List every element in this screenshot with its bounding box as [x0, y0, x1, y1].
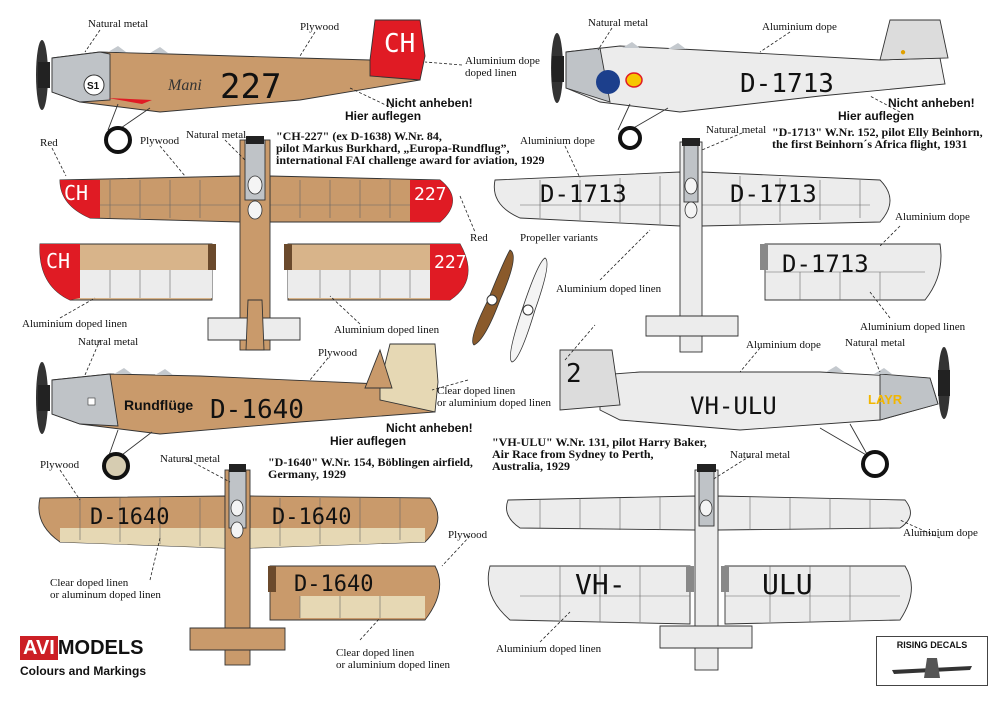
ch227-caption-1: "CH-227" (ex D-1638) W.Nr. 84,	[276, 129, 442, 143]
vhulu-lower-wing-left: VH-	[575, 568, 626, 601]
d1640-upper-wing-left: D-1640	[90, 505, 169, 530]
vhulu-side-registration: VH-ULU	[690, 392, 777, 420]
d1640-lower-plan: D-1640	[268, 565, 441, 621]
d1640-lower-wing: D-1640	[294, 572, 373, 597]
label-aluminium-doped-linen-2: Aluminium doped linen	[860, 321, 966, 333]
label-clear-doped-3: Clear doped linen	[336, 647, 415, 659]
colour-labels: Natural metal Plywood Aluminium dope dop…	[22, 17, 983, 671]
label-aluminium-dope-4: Aluminium dope	[895, 211, 970, 223]
vhulu-caption-1: "VH-ULU" W.Nr. 131, pilot Harry Baker,	[492, 435, 707, 449]
d1640-caption-2: Germany, 1929	[268, 467, 346, 481]
ch227-lower-wing-left: CH	[46, 249, 70, 273]
ch227-upper-wing-right: 227	[414, 184, 447, 205]
label-natural-metal-2: Natural metal	[588, 17, 648, 29]
label-red-1: Red	[40, 137, 58, 149]
vhulu-caption-3: Australia, 1929	[492, 459, 570, 473]
label-aluminium-doped-linen-3: Aluminium doped linen	[22, 318, 128, 330]
label-plywood-5: Plywood	[448, 529, 488, 541]
rising-decals-plane-icon	[892, 658, 972, 678]
label-natural-metal-5: Natural metal	[78, 336, 138, 348]
label-doped-linen-1: doped linen	[465, 67, 517, 79]
label-or-aluminium-doped-3: or aluminium doped linen	[336, 659, 450, 671]
d1640-side-registration: D-1640	[210, 395, 304, 425]
d1713-side-registration: D-1713	[740, 69, 834, 99]
ch227-tail-code: CH	[384, 29, 415, 59]
label-plywood-4: Plywood	[40, 459, 80, 471]
label-aluminium-dope-3: Aluminium dope	[520, 135, 595, 147]
vhulu-side-profile: 2 VH-ULU LAYR	[559, 347, 950, 478]
nicht-anheben-1: Nicht anheben!	[386, 96, 473, 110]
d1713-caption-2: the first Beinhorn´s Africa flight, 1931	[772, 137, 967, 151]
logo-avi: AVI	[20, 636, 58, 660]
nicht-anheben-2: Nicht anheben!	[888, 96, 975, 110]
d1713-upper-plan: D-1713 D-1713	[493, 138, 891, 353]
d1640-side-profile: Rundflüge D-1640	[36, 343, 439, 480]
logo-models: MODELS	[57, 637, 144, 659]
label-natural-metal-6: Natural metal	[845, 337, 905, 349]
label-plywood-1: Plywood	[300, 21, 340, 33]
ch227-side-profile: CH 227 Mani S1	[36, 19, 426, 154]
label-natural-metal-3: Natural metal	[186, 129, 246, 141]
hier-auflegen-2: Hier auflegen	[838, 109, 914, 123]
vhulu-lower-wing-right: ULU	[762, 568, 813, 601]
label-aluminium-doped-linen-1: Aluminium doped linen	[556, 283, 662, 295]
ch227-upper-plan: CH 227	[59, 136, 453, 351]
label-red-2: Red	[470, 232, 488, 244]
label-aluminium-1: Aluminium dope	[465, 55, 540, 67]
label-plywood-3: Plywood	[318, 347, 358, 359]
label-aluminium-dope-6: Aluminium dope	[903, 527, 978, 539]
leader-lines	[51, 27, 941, 643]
ch227-upper-wing-left: CH	[64, 181, 88, 205]
label-natural-metal-4: Natural metal	[706, 124, 766, 136]
label-natural-metal-8: Natural metal	[730, 449, 790, 461]
d1713-lower-wing: D-1713	[782, 250, 869, 278]
label-aluminium-dope-2: Aluminium dope	[762, 21, 837, 33]
d1640-caption-1: "D-1640" W.Nr. 154, Böblingen airfield,	[268, 455, 473, 469]
logo-subtitle: Colours and Markings	[20, 664, 147, 678]
ch227-caption-2: pilot Markus Burkhard, „Europa-Rundflug”…	[276, 141, 510, 155]
d1640-upper-wing-right: D-1640	[272, 505, 351, 530]
vhulu-upper-plan	[506, 464, 911, 671]
label-aluminium-doped-linen-4: Aluminium doped linen	[334, 324, 440, 336]
label-aluminium-dope-5: Aluminium dope	[746, 339, 821, 351]
label-natural-metal-1: Natural metal	[88, 18, 148, 30]
label-natural-metal-7: Natural metal	[160, 453, 220, 465]
hier-auflegen-1: Hier auflegen	[345, 109, 421, 123]
hier-auflegen-3: Hier auflegen	[330, 434, 406, 448]
ch227-fuselage-number: 227	[220, 67, 281, 107]
ch227-roundel: S1	[87, 81, 100, 92]
propeller-variants	[472, 249, 548, 363]
vhulu-tail-number: 2	[566, 359, 582, 389]
label-clear-doped-2: Clear doped linen	[50, 577, 129, 589]
nicht-anheben-3: Nicht anheben!	[386, 421, 473, 435]
d1713-caption-1: "D-1713" W.Nr. 152, pilot Elly Beinhorn,	[772, 125, 983, 139]
label-propeller-variants: Propeller variants	[520, 232, 598, 244]
vhulu-lower-plan: VH- ULU	[487, 565, 912, 625]
d1713-upper-wing-left: D-1713	[540, 180, 627, 208]
d1713-side-profile: D-1713 ●	[551, 19, 949, 150]
d1713-upper-wing-right: D-1713	[730, 180, 817, 208]
d1640-side-text: Rundflüge	[124, 397, 193, 413]
ch227-caption-3: international FAI challenge award for av…	[276, 153, 545, 167]
d1640-upper-plan: D-1640 D-1640	[38, 464, 439, 666]
ch227-lower-plan: CH 227	[39, 243, 469, 301]
label-aluminium-doped-linen-5: Aluminium doped linen	[496, 643, 602, 655]
ch227-script-name: Mani	[167, 77, 202, 94]
vhulu-sponsor: LAYR	[868, 392, 903, 407]
label-or-aluminum-doped-2: or aluminum doped linen	[50, 589, 161, 601]
label-clear-doped-1: Clear doped linen	[437, 385, 516, 397]
rising-decals-logo: RISING DECALS	[876, 636, 988, 686]
vhulu-caption-2: Air Race from Sydney to Perth,	[492, 447, 654, 461]
svg-text:●: ●	[900, 47, 906, 58]
d1713-lower-plan: D-1713	[760, 243, 942, 301]
label-or-aluminium-doped-1: or aluminium doped linen	[437, 397, 551, 409]
label-plywood-2: Plywood	[140, 135, 180, 147]
rising-decals-text: RISING DECALS	[896, 640, 968, 650]
ch227-lower-wing-right: 227	[434, 252, 467, 273]
